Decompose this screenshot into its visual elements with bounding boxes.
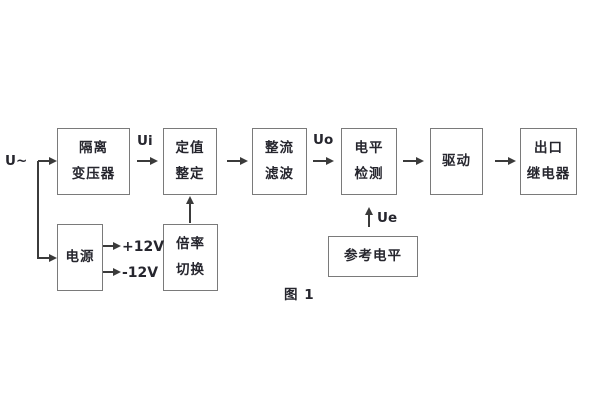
arrow-setting-to-rectifier [227,156,248,165]
arrow-reference-to-level [364,207,373,227]
plus-12v-label: +12V [122,239,165,255]
arrow-input-to-power [38,253,57,262]
minus-12v-label: -12V [122,265,159,281]
arrow-rate-to-setting [185,196,194,223]
arrow-transformer-to-setting [137,156,158,165]
block-drive: 驱动 [430,128,483,195]
block-label: 参考电平 [344,247,402,264]
block-label: 电平 [354,139,384,156]
block-rate-switch: 倍率 切换 [163,224,218,291]
block-label: 变压器 [71,165,116,182]
block-label: 隔离 [79,139,108,156]
block-label: 电源 [65,248,95,265]
arrow-input-to-transformer [38,156,57,165]
figure-caption: 图 1 [284,287,315,303]
block-label: 滤波 [265,165,294,182]
block-output-relay: 出口 继电器 [520,128,577,195]
block-label: 出口 [534,139,563,156]
arrow-drive-to-relay [495,156,516,165]
arrow-power-plus12v [103,241,121,250]
block-isolation-transformer: 隔离 变压器 [57,128,130,195]
block-label: 继电器 [526,165,571,182]
arrow-level-to-drive [403,156,424,165]
input-branch-line [37,161,39,259]
block-label: 驱动 [442,152,471,169]
ui-signal-label: Ui [137,133,153,149]
ue-signal-label: Ue [377,210,398,226]
block-label: 切换 [176,261,205,278]
input-signal-label: U~ [5,153,28,169]
block-label: 倍率 [176,235,205,252]
block-reference-level: 参考电平 [328,236,418,277]
arrow-power-minus12v [103,267,121,276]
block-label: 整定 [175,165,205,182]
uo-signal-label: Uo [313,132,334,148]
block-label: 检测 [354,165,384,182]
arrow-rectifier-to-level [313,156,334,165]
block-label: 定值 [175,139,205,156]
block-label: 整流 [265,139,294,156]
block-level-detection: 电平 检测 [341,128,397,195]
block-power-supply: 电源 [57,224,103,291]
block-rectifier-filter: 整流 滤波 [252,128,307,195]
block-setting-adjust: 定值 整定 [163,128,217,195]
